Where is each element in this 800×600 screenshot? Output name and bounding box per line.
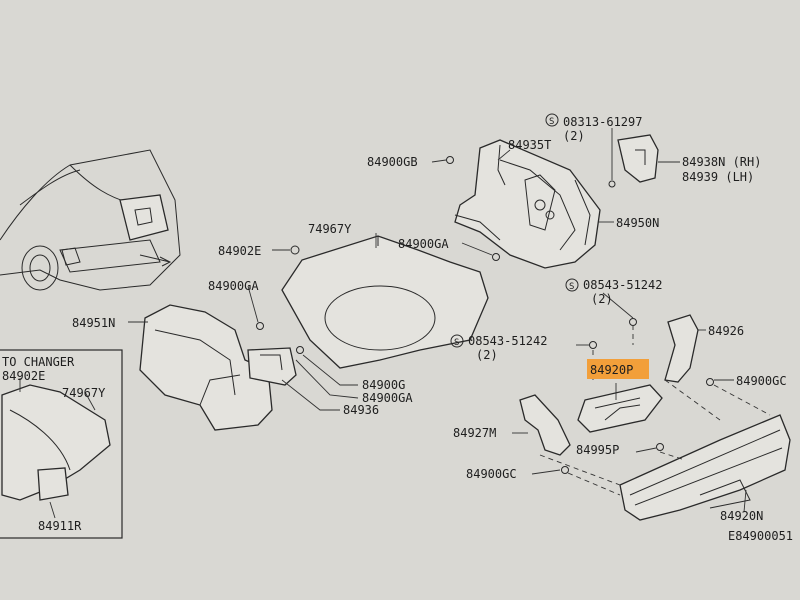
label-84900GC-bottom: 84900GC — [466, 467, 517, 481]
label-84900GA-mid: 84900GA — [362, 391, 413, 405]
part-labels: 84900GB 84935T S 08313-61297 (2) 84938N … — [2, 113, 793, 543]
screw-symbol-letter-2: S — [569, 282, 574, 292]
diagram-code: E84900051 — [728, 529, 793, 543]
label-84936: 84936 — [343, 403, 379, 417]
label-84927M: 84927M — [453, 426, 496, 440]
trunk-side-lining-84950N — [454, 139, 601, 269]
trim-84926 — [664, 314, 699, 383]
side-trim-84951N — [139, 304, 297, 431]
label-84935T: 84935T — [508, 138, 551, 152]
trim-84927M — [519, 394, 571, 456]
label-84995P: 84995P — [576, 443, 619, 457]
label-84950N: 84950N — [616, 216, 659, 230]
label-84939: 84939 (LH) — [682, 170, 754, 184]
rear-finisher-84920N — [619, 414, 791, 521]
inset-title: TO CHANGER — [2, 355, 75, 369]
label-84900G: 84900G — [362, 378, 405, 392]
dashed-lines — [539, 325, 771, 496]
inset-to-changer — [0, 349, 123, 539]
label-08543-51242-mid: 08543-51242 — [468, 334, 547, 348]
label-84920P: 84920P — [590, 363, 633, 377]
label-84900GA-left: 84900GA — [208, 279, 259, 293]
screw-symbol-letter-3: S — [454, 338, 459, 348]
label-08543-top-qty: (2) — [591, 292, 613, 306]
label-84920N: 84920N — [720, 509, 763, 523]
screw-symbol-letter: S — [549, 117, 554, 127]
bracket-84920P — [577, 384, 663, 433]
bracket-84938N — [608, 128, 659, 188]
fasteners — [256, 156, 714, 474]
label-84900GA-top: 84900GA — [398, 237, 449, 251]
screw-symbol-icon — [545, 113, 559, 127]
trunk-floor-mat-74967Y — [281, 235, 489, 369]
label-84900GB: 84900GB — [367, 155, 418, 169]
inset-label-84911R: 84911R — [38, 519, 82, 533]
label-84900GC-right: 84900GC — [736, 374, 787, 388]
inset-label-74967Y: 74967Y — [62, 386, 106, 400]
car-rear-sketch — [0, 149, 181, 291]
inset-label-84902E: 84902E — [2, 369, 45, 383]
label-08543-51242-top: 08543-51242 — [583, 278, 662, 292]
label-84902E: 84902E — [218, 244, 261, 258]
label-08313-qty: (2) — [563, 129, 585, 143]
highlight-84920P — [587, 359, 649, 379]
label-84951N: 84951N — [72, 316, 115, 330]
label-84938N: 84938N (RH) — [682, 155, 761, 169]
label-08543-mid-qty: (2) — [476, 348, 498, 362]
label-08313-61297: 08313-61297 — [563, 115, 642, 129]
leader-lines — [128, 149, 747, 513]
screw-symbol-icon-2 — [565, 278, 579, 292]
label-74967Y: 74967Y — [308, 222, 352, 236]
screw-symbol-icon-3 — [450, 334, 464, 348]
label-84926: 84926 — [708, 324, 744, 338]
